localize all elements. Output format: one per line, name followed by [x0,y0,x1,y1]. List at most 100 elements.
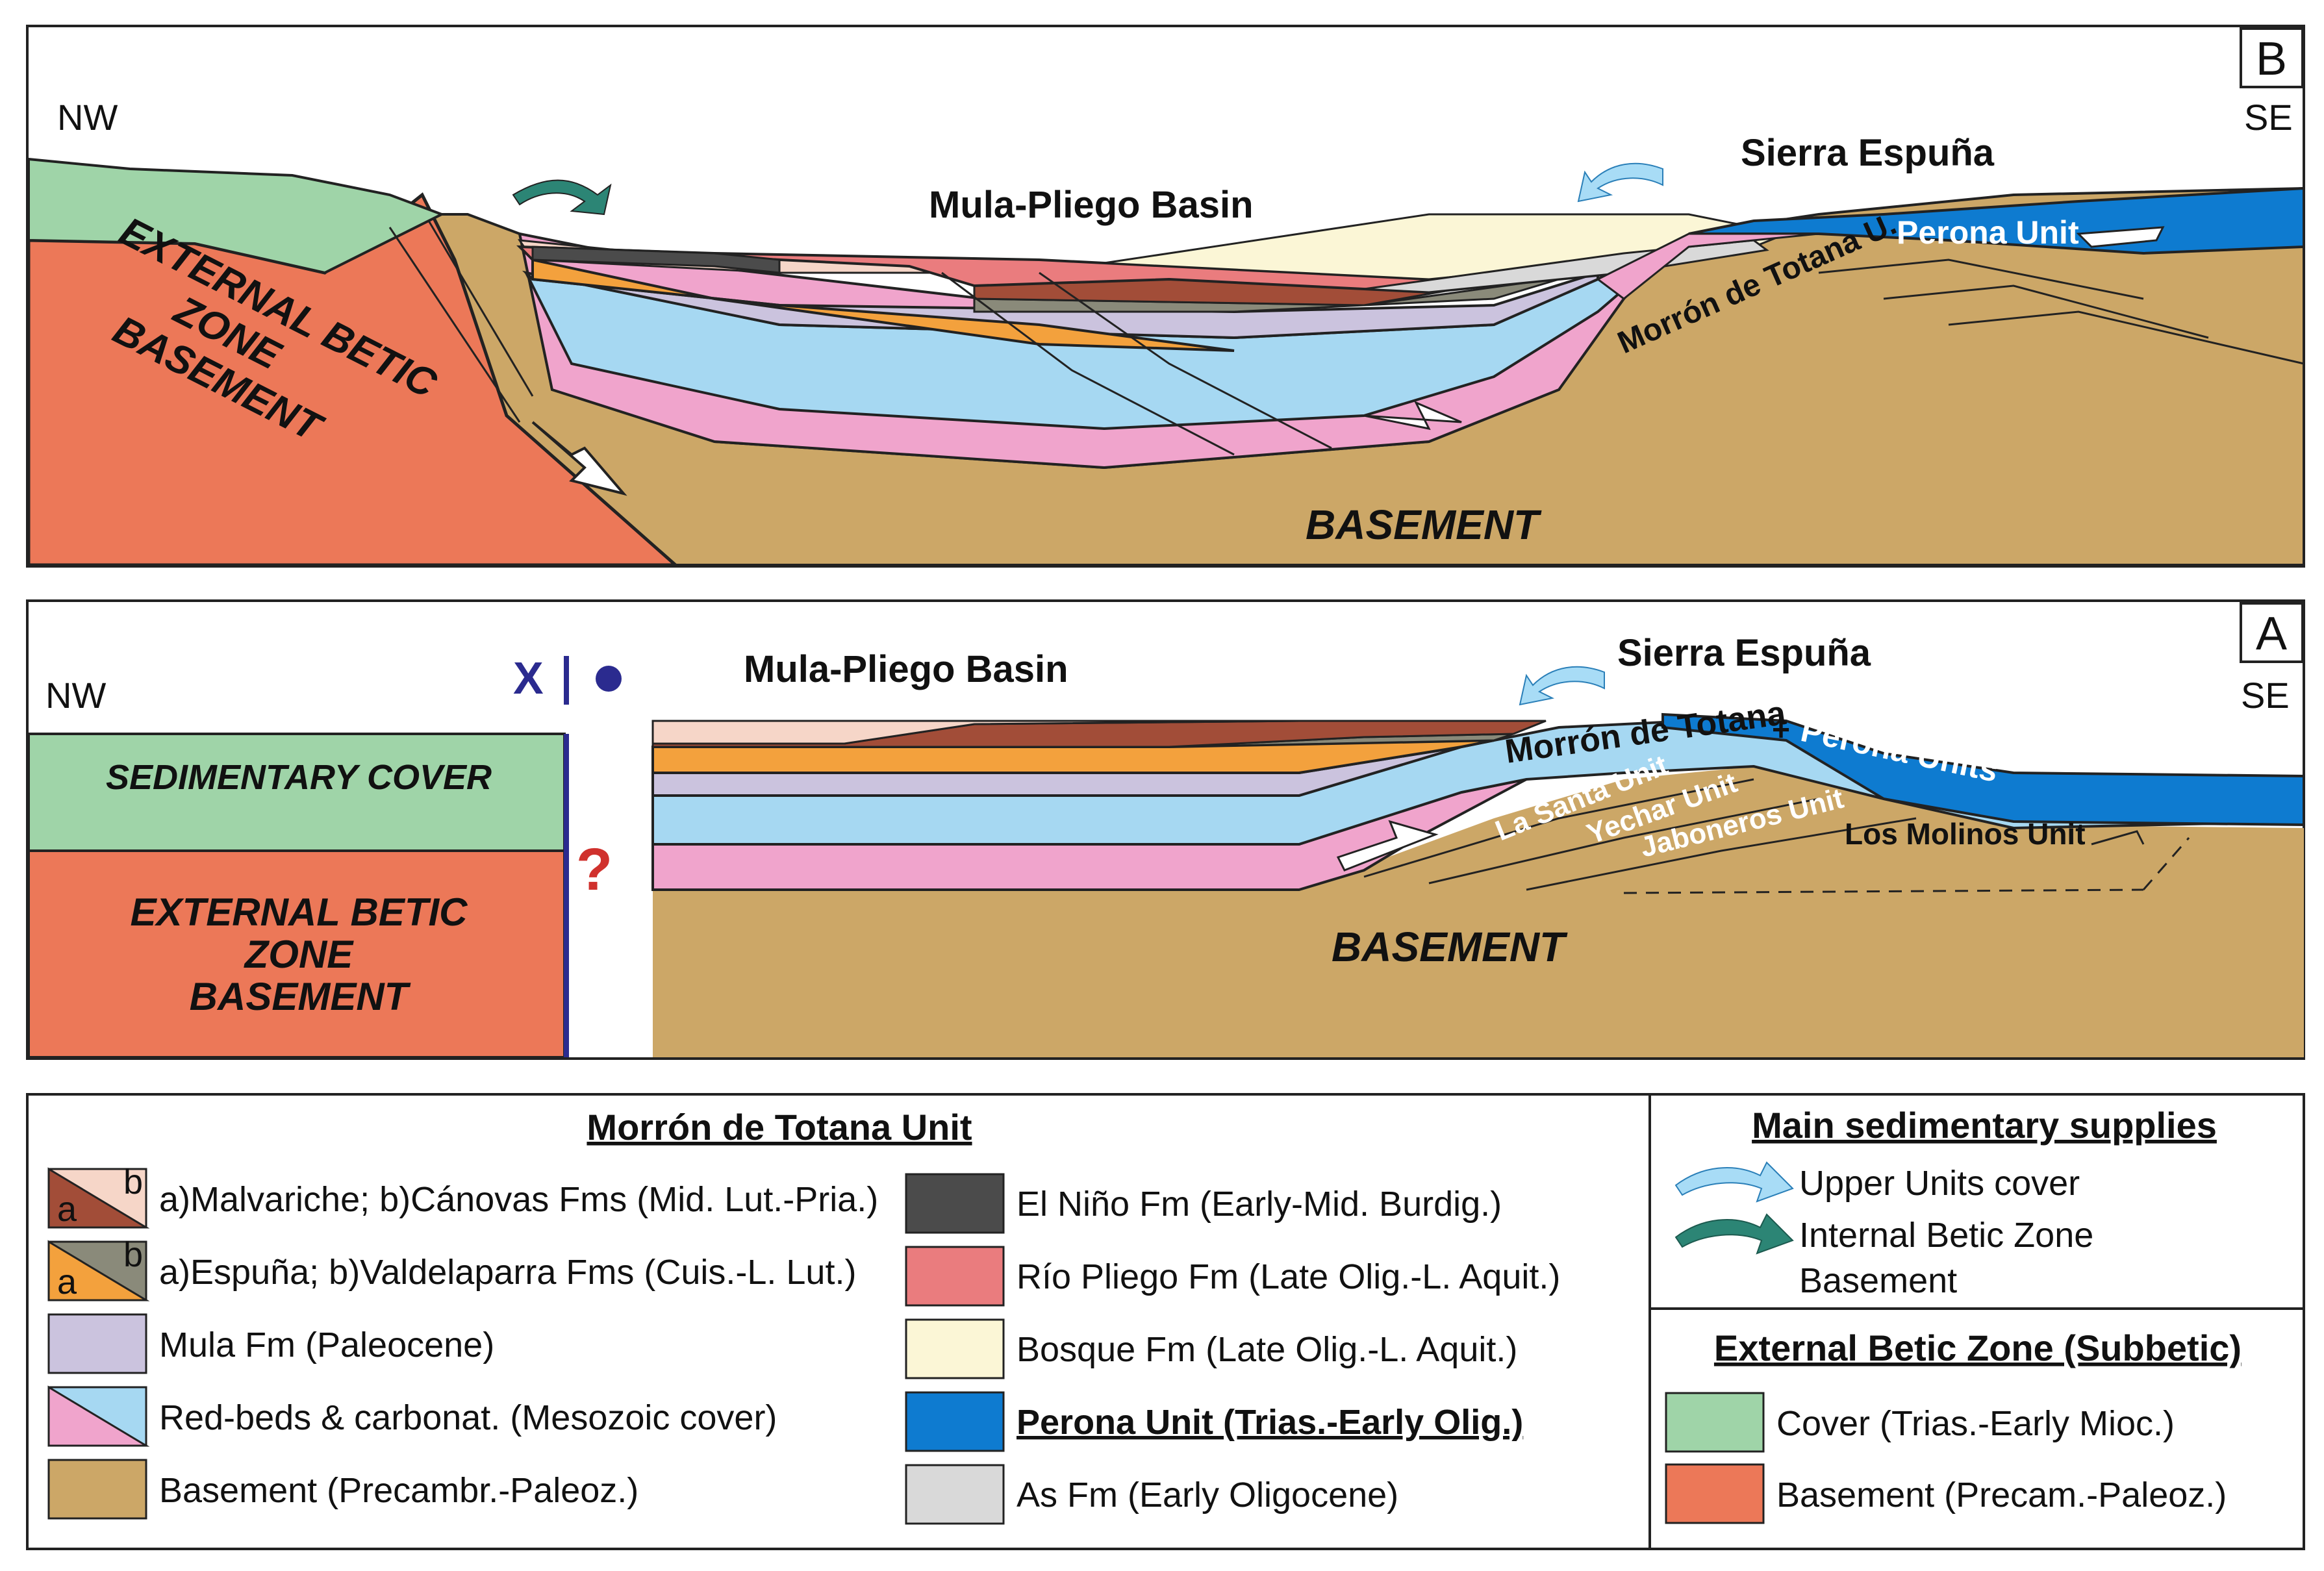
legend-cover-label: Cover (Trias.-Early Mioc.) [1776,1404,2175,1443]
panel-b-basin: Mula-Pliego Basin [929,184,1254,226]
legend-espuna: a b a)Espuña; b)Valdelaparra Fms (Cuis.-… [47,1235,856,1301]
legend-espuna-label: a)Espuña; b)Valdelaparra Fms (Cuis.-L. L… [159,1253,856,1292]
legend-cover: Cover (Trias.-Early Mioc.) [1665,1392,2175,1453]
legend-redbeds-label: Red-beds & carbonat. (Mesozoic cover) [159,1398,777,1437]
legend-riopliego-label: Río Pliego Fm (Late Olig.-L. Aquit.) [1017,1257,1560,1296]
panel-b-cover [27,157,445,275]
legend-basement-label: Basement (Precambr.-Paleoz.) [159,1471,638,1510]
panel-a-label-box [2240,602,2304,663]
panel-a-ext-line2: ZONE [244,933,355,976]
shear-arrow [1336,820,1439,872]
legend-supplies-title: Main sedimentary supplies [1752,1105,2217,1146]
panel-b-nw: NW [57,97,118,138]
fault-line [427,220,534,397]
legend-malvariche-label: a)Malvariche; b)Cánovas Fms (Mid. Lut.-P… [159,1180,878,1219]
legend-riopliego: Río Pliego Fm (Late Olig.-L. Aquit.) [905,1246,1560,1307]
panel-a-se: SE [2241,675,2290,716]
panel-a-sed-cover: SEDIMENTARY COVER [106,758,492,797]
panel-a-los-molinos: Los Molinos Unit [1845,817,2086,851]
fault-line [1039,271,1332,449]
panel-a-basin: Mula-Pliego Basin [744,648,1068,690]
thrust-line [1428,798,1819,885]
shear-arrow [2091,830,2145,846]
panel-a-thrusts [1363,778,2190,894]
panel-a-basement-label: BASEMENT [1332,924,1568,970]
thrust-line [1526,817,1917,891]
legend-perona: Perona Unit (Trias.-Early Olig.) [905,1391,1523,1452]
fault-line [388,227,521,423]
panel-a-x-mark: X [513,653,544,703]
swatch-basement [47,1459,147,1520]
upper-supply-arrow [1577,162,1663,203]
panel-b-el-nino [531,245,781,274]
thrust-line [2142,837,2190,890]
fault-line [941,271,1235,456]
shear-arrow [1363,401,1462,431]
panel-b-sierra: Sierra Espuña [1741,132,1995,174]
legend-redbeds: Red-beds & carbonat. (Mesozoic cover) [47,1385,777,1447]
legend-frame [26,1093,2305,1550]
fault-line [1818,258,2144,300]
internal-supply-arrow [512,179,612,216]
swatch-cover [1665,1392,1765,1453]
panel-b-se: SE [2244,97,2293,138]
legend-internal-arrow [1674,1213,1794,1255]
fault-line [1883,284,2209,339]
swatch-elnino [905,1173,1005,1234]
legend-mula: Mula Fm (Paleocene) [47,1313,494,1374]
legend-perona-label: Perona Unit (Trias.-Early Olig.) [1017,1403,1523,1442]
legend-internal-label-1: Internal Betic Zone [1799,1216,2093,1255]
panel-b-espuna [531,258,1235,352]
panel-a-basement [653,766,2304,1057]
legend-basement: Basement (Precambr.-Paleoz.) [47,1459,638,1520]
legend-elnino-label: El Niño Fm (Early-Mid. Burdig.) [1017,1185,1502,1224]
panel-a-plus: + [1772,713,1790,748]
swatch-espuna-a: a [57,1263,77,1301]
panel-a: A NW SE X ? Mula-Pliego Basin Sierra Esp… [26,599,2305,1060]
panel-b-basement-label: BASEMENT [1306,501,1542,548]
panel-a-sierra: Sierra Espuña [1617,632,1871,674]
panel-a-ext-line3: BASEMENT [190,975,411,1018]
swatch-asfm [905,1464,1005,1525]
legend-mula-label: Mula Fm (Paleocene) [159,1326,494,1364]
legend-malvariche: a b a)Malvariche; b)Cánovas Fms (Mid. Lu… [47,1163,878,1229]
legend-bosque: Bosque Fm (Late Olig.-L. Aquit.) [905,1318,1517,1379]
fault-line [1948,310,2305,365]
panel-a-perona [1661,712,2305,827]
legend-ext-basement-label: Basement (Precam.-Paleoz.) [1776,1476,2227,1514]
panel-b: B NW SE Mula-Pliego Basin Sierra Espuña … [26,25,2305,568]
legend-upper-label: Upper Units cover [1799,1164,2080,1203]
panel-a-dot-mark [596,666,622,692]
upper-supply-arrow [1519,666,1605,706]
legend-asfm: As Fm (Early Oligocene) [905,1464,1398,1525]
panel-b-faults [388,220,2305,456]
legend-bosque-label: Bosque Fm (Late Olig.-L. Aquit.) [1017,1330,1517,1369]
panel-a-left-basement [27,849,566,1059]
swatch-malvariche-b: b [123,1163,143,1201]
swatch-espuna-half [47,1240,150,1301]
swatch-riopliego [905,1246,1005,1307]
legend-upper-arrow [1674,1161,1794,1203]
panel-a-ext-line1: EXTERNAL BETIC [131,890,469,934]
shear-arrow [531,421,627,496]
legend-morron-title: Morrón de Totana Unit [587,1107,972,1148]
legend-elnino: El Niño Fm (Early-Mid. Burdig.) [905,1173,1502,1234]
shear-arrow [2076,226,2165,248]
legend: Morrón de Totana Unit a b a)Malvariche; … [26,1093,2305,1550]
swatch-perona [905,1391,1005,1452]
panel-a-nw: NW [45,675,106,716]
swatch-malvariche-half [47,1167,150,1229]
thrust-line [1363,778,1754,878]
panel-b-morron-strip [1596,233,1819,300]
swatch-mula [47,1313,147,1374]
legend-internal-label-2: Basement [1799,1261,1957,1300]
swatch-malvariche-a: a [57,1190,77,1229]
swatch-redbeds-half [47,1385,150,1447]
panel-a-label: A [2256,608,2287,660]
swatch-espuna-b: b [123,1235,143,1274]
panel-b-label-box [2240,27,2304,88]
panel-a-question: ? [576,836,613,903]
swatch-bosque [905,1318,1005,1379]
swatch-ext-basement [1665,1463,1765,1524]
panel-b-perona-label: Perona Unit [1897,214,2079,251]
